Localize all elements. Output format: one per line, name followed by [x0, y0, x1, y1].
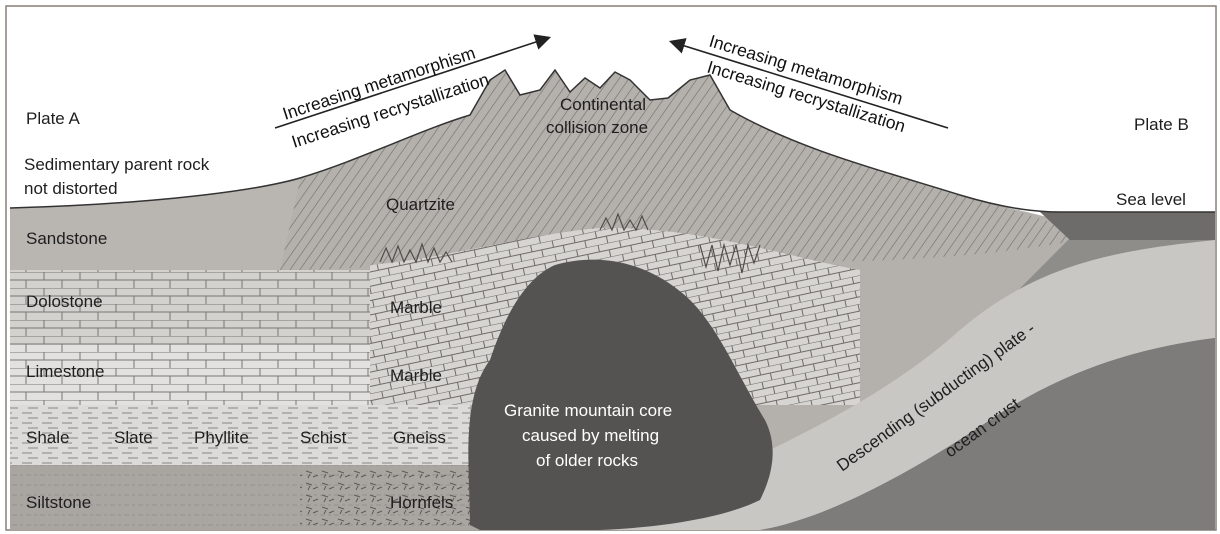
parent-rock-note-1: Sedimentary parent rock	[24, 155, 210, 174]
sea-level-label: Sea level	[1116, 190, 1186, 209]
gneiss-label: Gneiss	[393, 428, 446, 447]
granite-core-label-1: Granite mountain core	[504, 401, 672, 420]
collision-zone-label-1: Continental	[560, 95, 646, 114]
marble-lower-label: Marble	[390, 366, 442, 385]
parent-rock-siltstone: Siltstone	[26, 493, 91, 512]
phyllite-label: Phyllite	[194, 428, 249, 447]
collision-zone-label-2: collision zone	[546, 118, 648, 137]
parent-rock-dolostone: Dolostone	[26, 292, 103, 311]
granite-core-label-2: caused by melting	[522, 426, 659, 445]
marble-upper-label: Marble	[390, 298, 442, 317]
quartzite-label: Quartzite	[386, 195, 455, 214]
parent-rock-sandstone: Sandstone	[26, 229, 107, 248]
slate-label: Slate	[114, 428, 153, 447]
hornfels-label: Hornfels	[390, 493, 453, 512]
sea-surface	[1040, 212, 1215, 240]
parent-rock-limestone: Limestone	[26, 362, 104, 381]
schist-label: Schist	[300, 428, 347, 447]
plate-a-label: Plate A	[26, 109, 81, 128]
granite-core-label-3: of older rocks	[536, 451, 638, 470]
plate-b-label: Plate B	[1134, 115, 1189, 134]
parent-rock-shale: Shale	[26, 428, 69, 447]
parent-rock-note-2: not distorted	[24, 179, 118, 198]
